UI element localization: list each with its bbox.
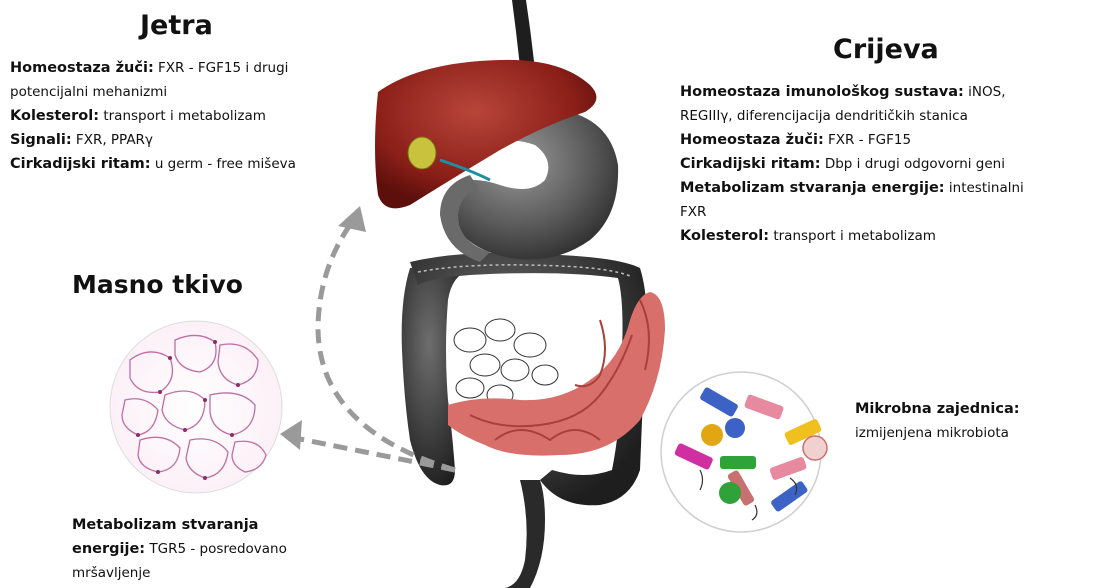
adipose-text-block: Metabolizam stvaranja energije: TGR5 - p… [72, 513, 352, 585]
adipose-row: energije: TGR5 - posredovano [72, 537, 352, 561]
liver-text-block: Homeostaza žuči: FXR - FGF15 i drugi pot… [10, 56, 370, 176]
gallbladder-shape [408, 137, 436, 169]
intestine-row: Cirkadijski ritam: Dbp i drugi odgovorni… [680, 152, 1095, 176]
intestine-row: FXR [680, 200, 1095, 224]
intestine-text-block: Homeostaza imunološkog sustava: iNOS, RE… [680, 80, 1095, 248]
microbiome-row: izmijenjena mikrobiota [855, 421, 1095, 445]
adipose-tissue-image [110, 321, 282, 493]
mesentery-shape [454, 319, 558, 405]
liver-row: Cirkadijski ritam: u germ - free miševa [10, 152, 370, 176]
arrow-head-adipose [280, 420, 302, 450]
microbiome-image [661, 372, 827, 532]
liver-row: potencijalni mehanizmi [10, 80, 370, 104]
arrow-head-liver [338, 206, 366, 232]
microbiome-row: Mikrobna zajednica: [855, 397, 1095, 421]
intestine-row: Kolesterol: transport i metabolizam [680, 224, 1095, 248]
intestine-row: Metabolizam stvaranja energije: intestin… [680, 176, 1095, 200]
intestine-title: Crijeva [833, 34, 939, 65]
intestine-row: Homeostaza žuči: FXR - FGF15 [680, 128, 1095, 152]
liver-row: Homeostaza žuči: FXR - FGF15 i drugi [10, 56, 370, 80]
liver-title: Jetra [140, 10, 213, 41]
intestine-row: REGIIIγ, diferencijacija dendritičkih st… [680, 104, 1095, 128]
adipose-row: Metabolizam stvaranja [72, 513, 352, 537]
adipose-row: mršavljenje [72, 561, 352, 585]
liver-row: Signali: FXR, PPARγ [10, 128, 370, 152]
microbiome-text-block: Mikrobna zajednica: izmijenjena mikrobio… [855, 397, 1095, 445]
intestine-row: Homeostaza imunološkog sustava: iNOS, [680, 80, 1095, 104]
adipose-title: Masno tkivo [72, 270, 243, 299]
liver-row: Kolesterol: transport i metabolizam [10, 104, 370, 128]
